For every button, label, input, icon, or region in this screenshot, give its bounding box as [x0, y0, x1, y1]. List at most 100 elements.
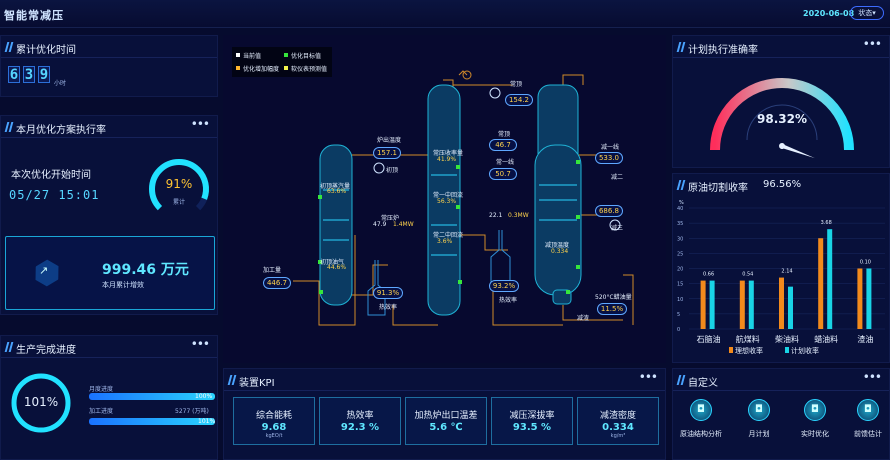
data-label: 3.68: [821, 220, 832, 226]
f1-label: 常压炉: [381, 215, 400, 222]
yield-rate: 96.56%: [763, 179, 802, 190]
top-value: 154.2: [505, 94, 533, 106]
legend-swatch-target: [284, 53, 288, 57]
bar2-label: 加工进度: [89, 408, 114, 415]
exec-rate-panel: 本月优化方案执行率••• 本次优化开始时间 05/27 15:01 91% 累计…: [0, 115, 218, 315]
top-label: 常顶: [510, 81, 523, 88]
hours-unit: 小时: [54, 80, 67, 87]
y-tick-label: 30: [677, 236, 683, 242]
start-time-label: 本次优化开始时间: [11, 170, 91, 181]
production-panel: 生产完成进度••• 101% 月度进度 100% 加工进度 5277 (万吨) …: [0, 335, 218, 460]
legend-swatch-actual: [729, 347, 733, 353]
c2-value-3: 3.6%: [437, 238, 453, 245]
v3-label: 减三: [611, 225, 624, 232]
bar-actual: [857, 268, 863, 329]
bar-plan: [709, 280, 715, 329]
y-tick-label: 35: [677, 221, 683, 227]
process-pipes: [293, 70, 634, 326]
plan-gauge-needle: [779, 143, 815, 159]
data-label: 0.66: [703, 272, 714, 278]
y-tick-label: 10: [677, 297, 683, 303]
pump-icon: [489, 87, 501, 99]
column-atmospheric: [427, 84, 461, 316]
plan-gauge-arc: [710, 78, 854, 151]
column-preflash: [319, 144, 353, 306]
c2-label-3: 常二中回流: [433, 232, 464, 239]
y-unit-label: %: [679, 200, 684, 206]
data-label: 0.10: [860, 260, 871, 266]
legend-increase: 优化增加幅度: [243, 66, 280, 73]
c2-label-1: 常压收率量: [433, 150, 464, 157]
data-label: 0.54: [742, 272, 753, 278]
feed-value: 446.7: [263, 277, 291, 289]
panel-title: 累计优化时间: [16, 45, 76, 56]
f2-mw: 0.3MW: [508, 212, 529, 219]
kpi-value: 5.6 ℃: [429, 422, 463, 433]
custom-item-label: 前馈估计: [854, 430, 882, 438]
kpi-label: 综合能耗: [255, 411, 292, 421]
c3-value: 0.334: [551, 248, 569, 255]
legend-swatch-increase: [236, 66, 240, 70]
bar1-fill: [89, 393, 215, 400]
bar1-value: 100%: [195, 393, 213, 400]
pump-label: 初顶: [386, 167, 399, 174]
c2-label-2: 常一中回流: [433, 192, 464, 199]
production-ring: [11, 373, 71, 433]
kpi-value: 0.334: [602, 422, 634, 433]
v3-value: 686.8: [595, 205, 623, 217]
top-bar: 智能常减压 2020-06-08 状态▾: [0, 0, 890, 28]
panel-header: 生产完成进度•••: [1, 336, 217, 358]
v1-label: 减一线: [601, 144, 620, 151]
pump-icon: [373, 162, 385, 174]
panel-title: 本月优化方案执行率: [16, 125, 106, 136]
title-bars-icon: [227, 375, 237, 385]
custom-item-feedforward[interactable]: ◘前馈估计: [838, 399, 890, 439]
more-menu-button[interactable]: •••: [190, 117, 210, 131]
bar-plan: [748, 280, 754, 329]
x-tick-label: 蜡油料: [814, 334, 838, 344]
legend-plan: 计划收率: [791, 346, 819, 355]
kpi-unit: kg/m³: [610, 433, 626, 439]
kpi-label: 加热炉出口温差: [414, 411, 478, 421]
panel-header: 本月优化方案执行率 •••: [1, 116, 217, 138]
app-title: 智能常减压: [4, 9, 64, 22]
state-dropdown[interactable]: 状态▾: [850, 6, 884, 20]
p2-value: 93.2%: [489, 280, 519, 292]
custom-item-realtime-optimization[interactable]: ◘实时优化: [785, 399, 845, 439]
more-menu-button[interactable]: •••: [638, 370, 658, 384]
custom-item-label: 月计划: [748, 430, 770, 438]
x-tick-label: 航煤料: [736, 334, 760, 344]
custom-item-crude-analysis[interactable]: ◘原油结构分析: [671, 399, 731, 439]
bar2-value: 5277 (万吨): [175, 408, 209, 415]
exec-gauge-sub: 累计: [172, 199, 185, 206]
r2-label: 常一线: [496, 159, 515, 166]
kpi-unit: kgEO/t: [265, 433, 283, 439]
custom-item-label: 实时优化: [801, 430, 829, 438]
title-bars-icon: [676, 375, 686, 385]
data-label: 2.14: [781, 269, 792, 275]
more-menu-button[interactable]: •••: [862, 37, 882, 51]
benefit-value: 999.46 万元: [102, 262, 189, 278]
y-tick-label: 40: [677, 206, 683, 212]
more-menu-button[interactable]: •••: [862, 370, 882, 384]
more-menu-button[interactable]: •••: [190, 337, 210, 351]
custom-item-monthly-plan[interactable]: ◘月计划: [729, 399, 789, 439]
title-bars-icon: [676, 42, 686, 52]
legend-swatch-current: [236, 53, 240, 57]
bar-actual: [700, 280, 706, 329]
panel-title: 计划执行准确率: [688, 45, 758, 56]
digit-3: 9: [38, 66, 50, 83]
kpi-value: 92.3 %: [340, 422, 380, 433]
x-tick-label: 柴油料: [775, 334, 799, 344]
v1-value: 533.0: [595, 152, 623, 164]
panel-header: 累计优化时间: [1, 36, 217, 58]
title-bars-icon: [4, 342, 14, 352]
c2-value-2: 56.3%: [437, 198, 457, 205]
title-bars-icon: [676, 180, 686, 190]
kpi-value: 93.5 %: [512, 422, 552, 433]
diagram-legend: 当前值 优化目标值 优化增加幅度 软仪表预测值: [232, 47, 332, 77]
trend-arrow-icon: ↗: [39, 264, 49, 277]
